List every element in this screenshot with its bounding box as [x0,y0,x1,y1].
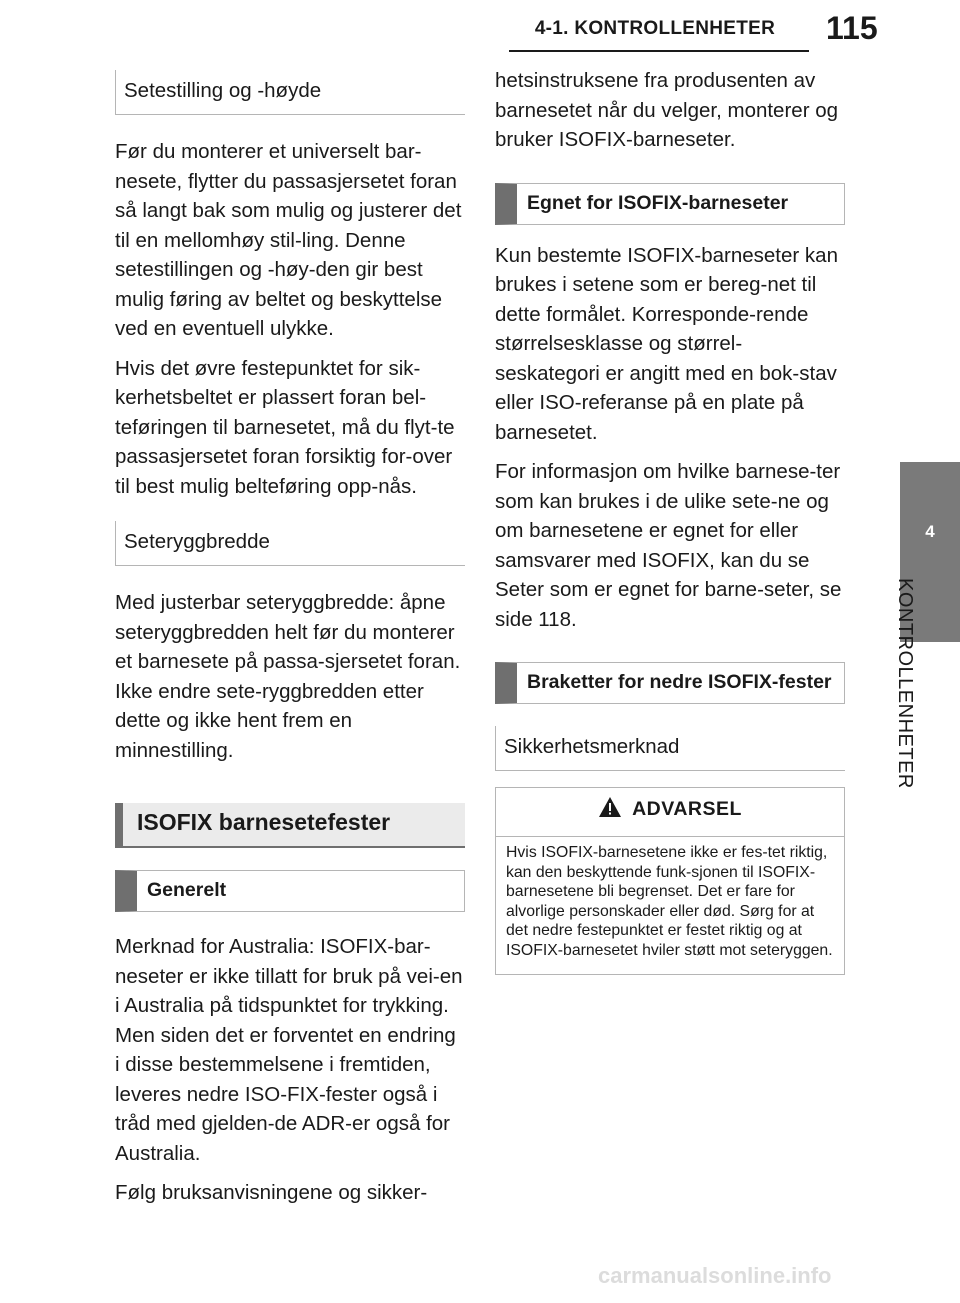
general-paragraph-1: Merknad for Australia: ISOFIX-bar-nesete… [115,935,463,1165]
right-column: hetsinstruksene fra produsenten av barne… [495,66,845,975]
warning-header: ADVARSEL [496,788,844,837]
left-column: Setestilling og -høyde Før du monterer e… [115,70,465,1218]
isofix-section-heading: ISOFIX barnesetefester [115,803,465,848]
seat-adjust-paragraph-1: Før du monterer et universelt bar-nesete… [115,140,462,340]
continued-paragraph: hetsinstruksene fra produsenten av barne… [495,69,839,151]
general-heading: Generelt [115,870,465,912]
suitable-seats-heading: Egnet for ISOFIX-barneseter [495,182,845,225]
seat-adjust-paragraph-2: Hvis det øvre festepunktet for sik-kerhe… [115,356,455,498]
suitable-paragraph-1: Kun bestemte ISOFIX-barneseter kan bruke… [495,243,838,444]
chapter-side-tab[interactable]: 4 [900,462,960,642]
warning-text: Hvis ISOFIX-barnesetene ikke er fes-tet … [506,844,833,959]
chapter-tab-number: 4 [925,522,935,541]
warning-triangle-icon [598,796,622,824]
warning-box: ADVARSEL Hvis ISOFIX-barnesetene ikke er… [495,787,845,975]
page-number: 115 [826,10,878,46]
warning-title: ADVARSEL [632,798,742,820]
header-divider [509,50,809,52]
general-paragraph-2: Følg bruksanvisningene og sikker- [115,1181,428,1204]
backrest-heading: Seteryggbredde [115,521,465,566]
suitable-paragraph-2: For informasjon om hvilke barnese-ter so… [495,460,842,631]
chapter-title: 4-1. KONTROLLENHETER [534,18,776,39]
watermark: carmanualsonline.info [598,1263,832,1288]
brackets-heading: Braketter for nedre ISOFIX-fester [495,662,845,704]
safety-heading: Sikkerhetsmerknad [495,726,845,771]
backrest-paragraph: Med justerbar seteryggbredde: åpne seter… [115,591,461,762]
chapter-side-label: KONTROLLENHETER [894,578,916,789]
seat-adjust-heading: Setestilling og -høyde [115,70,465,115]
